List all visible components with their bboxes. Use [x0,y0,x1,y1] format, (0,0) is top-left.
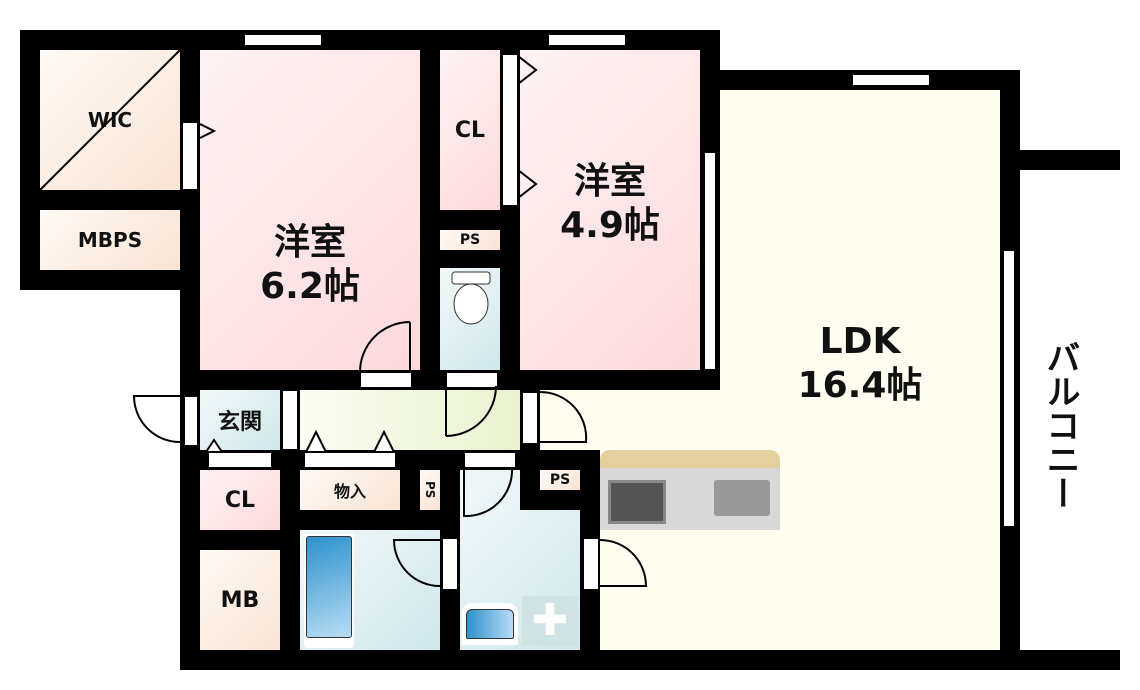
door-frame [446,372,498,388]
room-label: MBPS [77,228,143,252]
kitchen-counter [600,450,780,530]
door-frame [360,372,412,388]
room-western-6-2: 洋室 6.2帖 [200,50,420,370]
door-frame [208,452,272,468]
door-frame [522,392,538,444]
sliding-door [502,54,518,206]
room-label: CL [454,117,486,143]
door-marker [199,55,538,199]
room-mbps: MBPS [40,210,180,270]
window [548,34,626,46]
room-label: PS [459,232,481,248]
balcony-rail [1000,150,1120,170]
washing-machine-pan: ✚ [522,596,578,646]
room-name: LDK [819,321,901,362]
room-label: PS [423,481,437,499]
room-label: MB [220,587,260,613]
door-swing [445,385,497,437]
bathtub [304,534,354,648]
door-frame [184,396,198,446]
room-label: バルコニー [1040,340,1080,510]
sliding-door [182,122,198,190]
room-closet-lower: CL [200,470,280,530]
door-frame [304,452,396,468]
room-label: PS [549,472,571,488]
door-frame [282,390,298,450]
sink-icon [714,480,770,516]
stove-icon [608,480,666,524]
room-name: 洋室 [573,161,646,202]
ps-upper: PS [440,230,500,250]
window [852,74,930,86]
room-western-4-9: 洋室 4.9帖 [520,50,700,370]
door-frame [442,538,458,590]
door-swing [599,539,648,587]
room-label: 物入 [333,482,366,501]
door-frame [464,452,516,468]
window [1003,250,1015,527]
room-label: CL [224,487,256,513]
wic-line [39,49,181,191]
room-mb: MB [200,550,280,650]
room-storage: 物入 [300,470,400,510]
door-marker [204,429,396,453]
door-swing [463,467,514,518]
door-swing [359,321,411,373]
room-size: 16.4帖 [797,365,923,406]
room-closet-upper: CL [440,50,500,210]
room-size: 4.9帖 [560,205,660,246]
door-frame [583,538,599,590]
balcony-label: バルコニー [1040,340,1080,510]
ps-vertical: PS [420,470,440,510]
room-size: 6.2帖 [260,266,360,307]
door-swing [392,539,441,587]
ldk-label: LDK 16.4帖 [760,320,960,408]
ps-lower: PS [540,470,580,490]
room-label: 玄関 [217,410,262,435]
wash-basin [462,603,518,645]
window [704,152,716,370]
door-swing [132,395,181,443]
door-swing [539,390,588,443]
room-name: 洋室 [273,222,346,263]
window [244,34,322,46]
balcony-rail [1000,650,1120,670]
